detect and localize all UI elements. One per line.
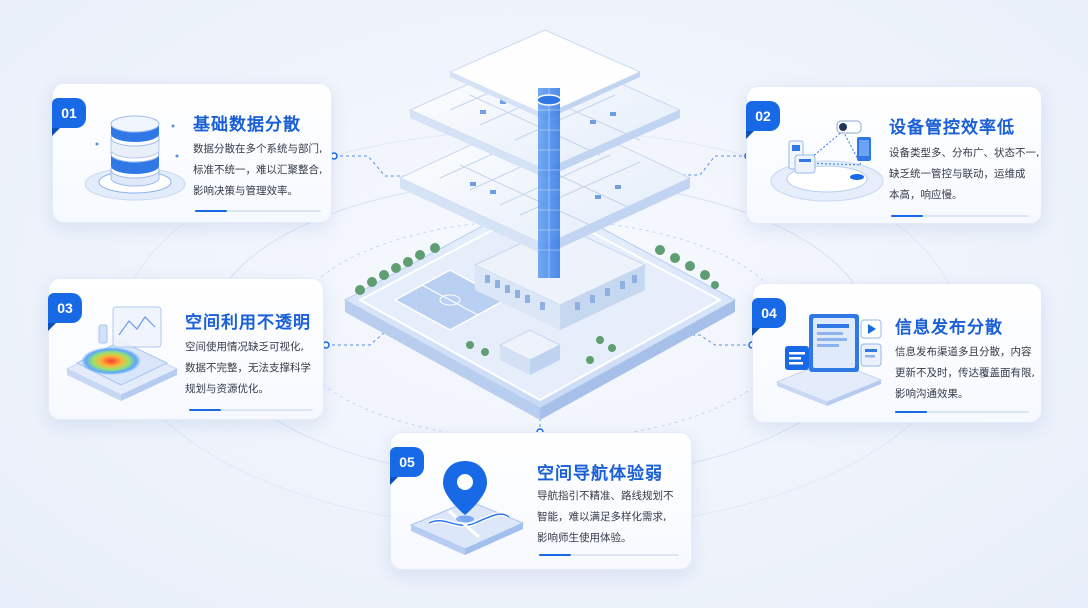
info-screen-icon <box>771 302 891 406</box>
card-underline <box>195 210 321 212</box>
card-05: 05 空间导航体验弱 导航指引不精准、路线规划不 智能，难以满足多样化需求, 影… <box>390 432 692 570</box>
card-title: 设备管控效率低 <box>889 118 1015 138</box>
card-03: 03 <box>48 278 324 420</box>
map-pin-icon <box>405 451 529 557</box>
card-04: 04 信息发布分散 <box>752 283 1042 423</box>
card-number: 01 <box>52 98 86 136</box>
card-underline <box>891 215 1029 217</box>
card-title: 空间导航体验弱 <box>537 464 663 484</box>
heatmap-icon <box>59 295 185 405</box>
card-description: 导航指引不精准、路线规划不 智能，难以满足多样化需求, 影响师生使用体验。 <box>537 490 674 544</box>
card-number: 05 <box>390 447 424 485</box>
card-number: 04 <box>752 298 786 336</box>
card-number: 02 <box>746 101 780 139</box>
card-title: 空间利用不透明 <box>185 313 311 333</box>
elevator-shaft <box>536 88 562 278</box>
card-description: 空间使用情况缺乏可视化, 数据不完整，无法支撑科学 规划与资源优化。 <box>185 341 311 395</box>
card-02: 02 设备管控效率低 设备类型多、分布广、状态不一, <box>746 86 1042 224</box>
card-description: 信息发布渠道多且分散，内容 更新不及时，传达覆盖面有限, 影响沟通效果。 <box>895 346 1035 400</box>
database-icon <box>77 104 197 204</box>
card-underline <box>895 411 1029 413</box>
card-01: 01 基础数据分散 数据分散在多个系统与部门, <box>52 83 332 223</box>
small-building <box>498 329 562 375</box>
card-description: 设备类型多、分布广、状态不一, 缺乏统一管控与联动，运维成 本高，响应慢。 <box>889 147 1040 201</box>
card-description: 数据分散在多个系统与部门, 标准不统一，难以汇聚整合, 影响决策与管理效率。 <box>193 143 323 197</box>
device-camera-icon <box>765 103 885 207</box>
floor-1-top <box>448 29 642 120</box>
trees <box>355 243 719 364</box>
card-underline <box>189 409 313 411</box>
card-title: 信息发布分散 <box>895 318 1003 338</box>
card-title: 基础数据分散 <box>193 115 301 135</box>
card-underline <box>539 554 679 556</box>
card-number: 03 <box>48 293 82 331</box>
